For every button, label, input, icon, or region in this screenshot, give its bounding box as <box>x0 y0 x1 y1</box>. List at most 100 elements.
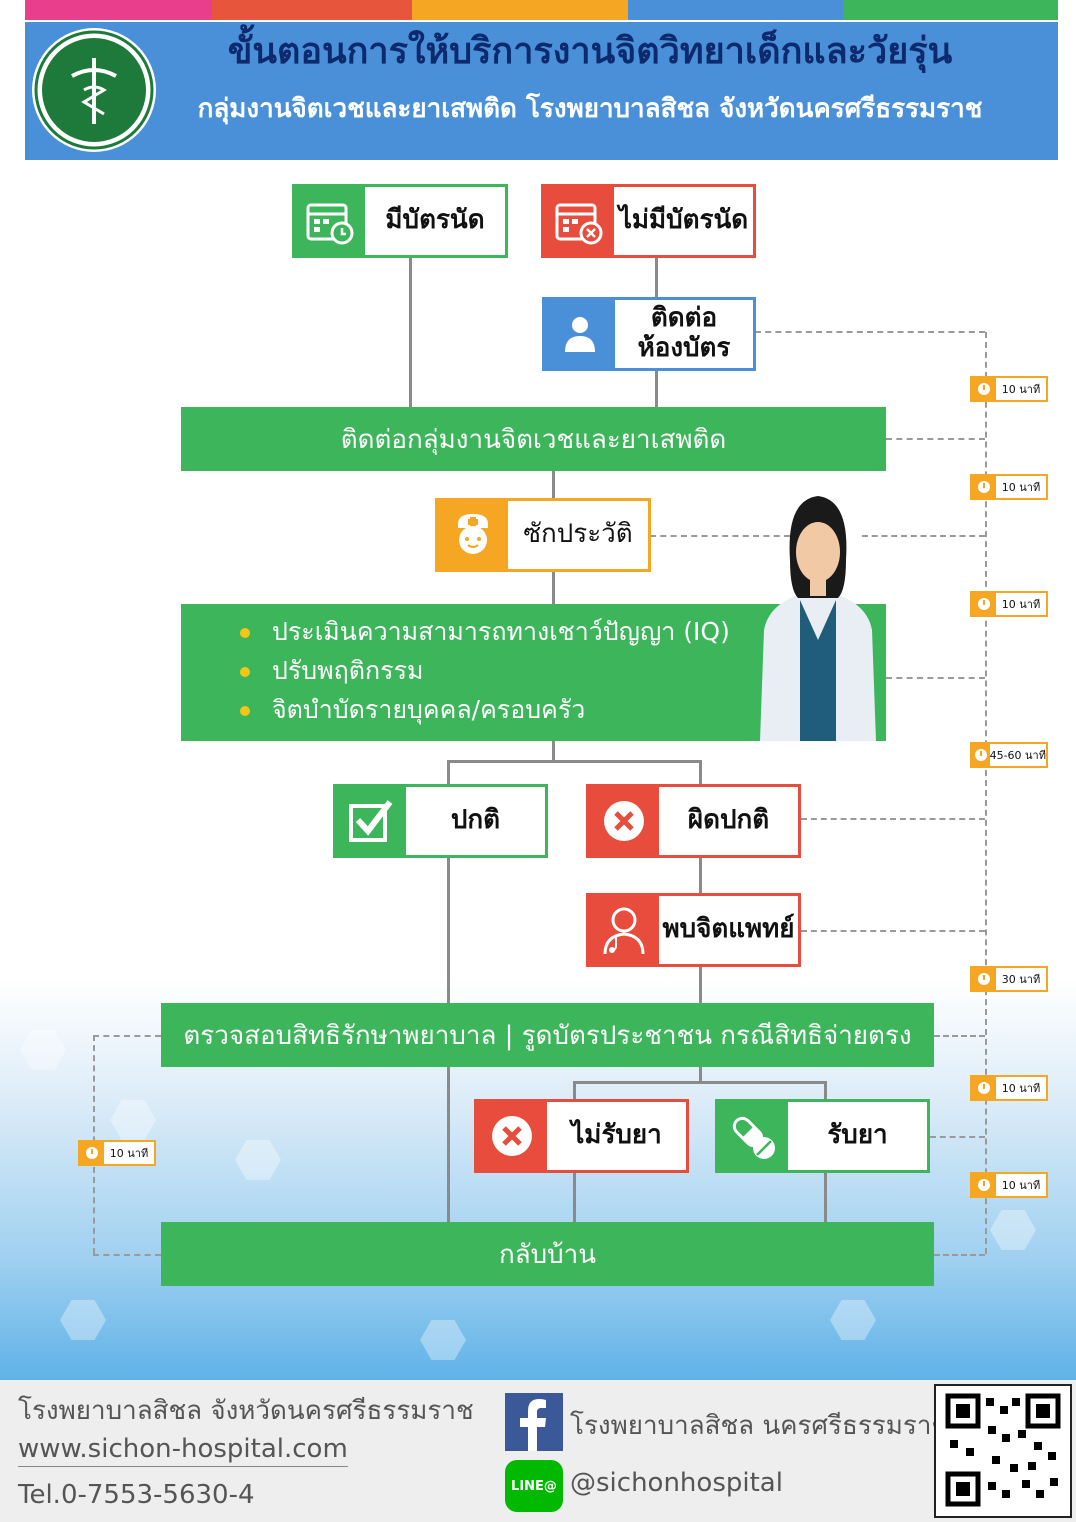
ministry-logo <box>32 28 156 152</box>
time-badge: 10 นาที <box>970 1172 1048 1198</box>
top-color-strip-1 <box>25 0 212 20</box>
pill-icon <box>718 1102 788 1170</box>
time-label: 30 นาที <box>1001 973 1041 986</box>
history-node: ซักประวัติ <box>435 498 651 572</box>
timeline-dash <box>801 818 985 820</box>
medicine-label: รับยา <box>827 1120 888 1151</box>
time-badge: 10 นาที <box>970 1075 1048 1101</box>
facebook-icon[interactable] <box>505 1393 563 1451</box>
connector <box>655 258 658 298</box>
connector <box>699 760 702 785</box>
clock-icon <box>978 973 990 985</box>
doctor-icon <box>589 896 659 964</box>
top-color-strip-4 <box>628 0 843 20</box>
time-label: 45-60 นาที <box>989 749 1046 762</box>
time-label: 10 นาที <box>1001 1082 1041 1095</box>
footer-website[interactable]: www.sichon-hospital.com <box>18 1434 348 1467</box>
timeline-dash <box>930 1136 985 1138</box>
medicine-node: รับยา <box>715 1099 930 1173</box>
normal-label: ปกติ <box>450 805 501 836</box>
timeline-dash <box>755 331 985 333</box>
line-icon[interactable]: LINE@ <box>505 1460 563 1512</box>
time-label: 10 นาที <box>1001 1179 1041 1192</box>
footer-tel: Tel.0-7553-5630-4 <box>18 1480 255 1510</box>
contact-records-label: ติดต่อ ห้องบัตร <box>637 303 731 363</box>
contact-records-node: ติดต่อ ห้องบัตร <box>542 297 756 371</box>
footer-hospital: โรงพยาบาลสิชล จังหวัดนครศรีธรรมราช <box>18 1396 474 1426</box>
timeline-dash <box>862 535 985 537</box>
top-color-strip-2 <box>212 0 412 20</box>
calendar-x-icon <box>544 187 614 255</box>
connector <box>447 857 450 1004</box>
connector <box>447 760 702 763</box>
connector <box>552 741 555 761</box>
timeline-dash <box>93 1254 161 1256</box>
assessment-list: ประเมินความสามารถทางเชาว์ปัญญา (IQ) ปรับ… <box>240 612 730 729</box>
header-banner <box>25 22 1058 160</box>
no-medicine-node: ไม่รับยา <box>474 1099 689 1173</box>
connector <box>655 370 658 408</box>
connector <box>824 1172 827 1223</box>
connector <box>699 966 702 1004</box>
connector <box>447 1067 450 1223</box>
timeline-dash <box>886 438 985 440</box>
clock-icon <box>978 1082 990 1094</box>
contact-dept-bar: ติดต่อกลุ่มงานจิตเวชและยาเสพติด <box>181 407 886 471</box>
timeline-dash <box>886 677 985 679</box>
x-circle-icon <box>589 787 659 855</box>
time-badge: 45-60 นาที <box>970 742 1048 768</box>
page-subtitle: กลุ่มงานจิตเวชและยาเสพติด โรงพยาบาลสิชล … <box>197 94 983 124</box>
verify-rights-bar: ตรวจสอบสิทธิรักษาพยาบาล | รูดบัตรประชาชน… <box>161 1003 934 1067</box>
no-medicine-label: ไม่รับยา <box>571 1120 662 1151</box>
connector <box>573 1081 827 1084</box>
time-label: 10 นาที <box>1001 481 1041 494</box>
top-color-strip-3 <box>412 0 628 20</box>
no-appointment-label: ไม่มีบัตรนัด <box>618 205 749 236</box>
time-badge: 10 นาที <box>970 591 1048 617</box>
connector <box>447 760 450 785</box>
timeline-dash <box>650 535 790 537</box>
timeline-dash <box>934 1035 985 1037</box>
time-badge: 10 นาที <box>78 1140 156 1166</box>
clock-icon <box>974 749 987 761</box>
footer-facebook: โรงพยาบาลสิชล นครศรีธรรมราช <box>570 1411 950 1441</box>
footer-line: @sichonhospital <box>570 1468 783 1498</box>
connector <box>552 572 555 605</box>
time-label: 10 นาที <box>109 1147 149 1160</box>
timeline-dashed-right <box>985 332 987 1254</box>
assessment-item: จิตบำบัดรายบุคคล/ครอบครัว <box>240 690 730 729</box>
connector <box>409 258 412 408</box>
qr-code <box>934 1384 1072 1518</box>
clock-icon <box>978 1179 990 1191</box>
timeline-dash <box>934 1254 985 1256</box>
psychologist-photo <box>750 490 886 741</box>
time-badge: 10 นาที <box>970 376 1048 402</box>
connector <box>699 1067 702 1082</box>
assessment-item: ปรับพฤติกรรม <box>240 651 730 690</box>
time-badge: 10 นาที <box>970 474 1048 500</box>
person-icon <box>545 300 615 368</box>
history-label: ซักประวัติ <box>523 519 633 550</box>
page-title: ขั้นตอนการให้บริการงานจิตวิทยาเด็กและวัย… <box>227 31 953 72</box>
normal-node: ปกติ <box>333 784 548 858</box>
time-badge: 30 นาที <box>970 966 1048 992</box>
assessment-item: ประเมินความสามารถทางเชาว์ปัญญา (IQ) <box>240 612 730 651</box>
calendar-clock-icon <box>295 187 365 255</box>
time-label: 10 นาที <box>1001 383 1041 396</box>
no-appointment-node: ไม่มีบัตรนัด <box>541 184 756 258</box>
timeline-dash <box>801 930 985 932</box>
time-label: 10 นาที <box>1001 598 1041 611</box>
go-home-bar: กลับบ้าน <box>161 1222 934 1286</box>
checkbox-icon <box>336 787 406 855</box>
connector <box>573 1172 576 1223</box>
clock-icon <box>978 481 990 493</box>
clock-icon <box>978 598 990 610</box>
clock-icon <box>86 1147 98 1159</box>
x-circle-icon <box>477 1102 547 1170</box>
clock-icon <box>978 383 990 395</box>
psychiatrist-node: พบจิตแพทย์ <box>586 893 801 967</box>
top-color-strip-5 <box>843 0 1058 20</box>
connector <box>824 1081 827 1100</box>
nurse-icon <box>438 501 508 569</box>
connector <box>573 1081 576 1100</box>
